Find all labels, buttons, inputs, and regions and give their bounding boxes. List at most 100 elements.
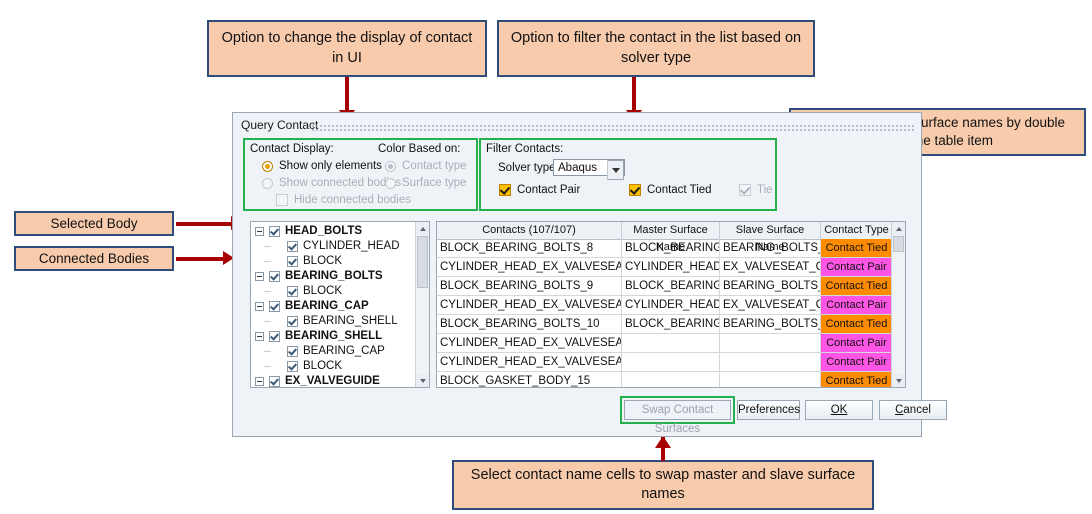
tree-item-checkbox[interactable] <box>287 361 298 372</box>
cell-contact-name[interactable]: BLOCK_BEARING_BOLTS_10 <box>437 315 622 334</box>
cell-contact-type[interactable]: Contact Pair <box>821 353 893 372</box>
cell-slave-surface[interactable] <box>720 353 821 372</box>
tree-item-checkbox[interactable] <box>287 316 298 327</box>
tree-item-checkbox[interactable] <box>287 256 298 267</box>
tree-scroll-up-icon[interactable] <box>416 222 429 235</box>
cancel-button[interactable]: Cancel <box>879 400 947 420</box>
cell-contact-name[interactable]: BLOCK_GASKET_BODY_15 <box>437 372 622 387</box>
table-row[interactable]: CYLINDER_HEAD_EX_VALVESEAT_4 Contact Pair <box>437 353 893 372</box>
table-column-header[interactable]: Slave Surface Name <box>720 222 821 253</box>
radio-show-connected-bodies[interactable] <box>262 178 273 189</box>
cell-master-surface[interactable] <box>622 372 720 387</box>
tree-scrollbar[interactable] <box>415 222 429 387</box>
table-scroll-down-icon[interactable] <box>892 374 905 387</box>
tree-item-checkbox[interactable] <box>269 226 280 237</box>
checkbox-hide-connected-bodies[interactable] <box>276 194 288 206</box>
cell-contact-type[interactable]: Contact Tied <box>821 277 893 296</box>
cell-slave-surface[interactable] <box>720 334 821 353</box>
tree-item-parent[interactable]: EX_VALVEGUIDE <box>251 374 416 387</box>
tree-expander-icon[interactable] <box>255 377 264 386</box>
tree-expander-icon[interactable] <box>255 302 264 311</box>
tree-item-parent[interactable]: BEARING_BOLTS <box>251 269 416 284</box>
cell-contact-name[interactable]: BLOCK_BEARING_BOLTS_9 <box>437 277 622 296</box>
preferences-button[interactable]: Preferences <box>737 400 800 420</box>
cell-contact-name[interactable]: CYLINDER_HEAD_EX_VALVESEAT_4 <box>437 353 622 372</box>
tree-connector-line <box>264 366 271 367</box>
table-row[interactable]: BLOCK_BEARING_BOLTS_9BLOCK_BEARING_B...B… <box>437 277 893 296</box>
table-row[interactable]: CYLINDER_HEAD_EX_VALVESEAT_3_m013 Contact… <box>437 334 893 353</box>
tree-item-child[interactable]: BLOCK <box>251 284 416 299</box>
cell-slave-surface[interactable]: EX_VALVESEAT_CYL... <box>720 258 821 277</box>
table-column-header[interactable]: Contact Type <box>821 222 893 239</box>
cell-contact-type[interactable]: Contact Pair <box>821 258 893 277</box>
table-row[interactable]: BLOCK_BEARING_BOLTS_10BLOCK_BEARING_B...… <box>437 315 893 334</box>
tree-item-child[interactable]: BEARING_SHELL <box>251 314 416 329</box>
checkbox-contact-tied[interactable] <box>629 184 641 196</box>
cell-slave-surface[interactable]: EX_VALVESEAT_CYL... <box>720 296 821 315</box>
tree-expander-icon[interactable] <box>255 332 264 341</box>
tree-item-child[interactable]: CYLINDER_HEAD <box>251 239 416 254</box>
tree-connector-line <box>264 291 271 292</box>
tree-item-child[interactable]: BEARING_CAP <box>251 344 416 359</box>
table-row[interactable]: BLOCK_BEARING_BOLTS_8BLOCK_BEARING_B...B… <box>437 239 893 258</box>
label-tie: Tie <box>757 184 773 196</box>
tree-item-parent[interactable]: BEARING_SHELL <box>251 329 416 344</box>
tree-item-checkbox[interactable] <box>269 301 280 312</box>
ok-button[interactable]: OK <box>805 400 873 420</box>
radio-show-only-elements[interactable] <box>262 161 273 172</box>
cell-contact-type[interactable]: Contact Pair <box>821 296 893 315</box>
cell-contact-type[interactable]: Contact Tied <box>821 372 893 387</box>
cell-slave-surface[interactable] <box>720 372 821 387</box>
cell-slave-surface[interactable]: BEARING_BOLTS_BL... <box>720 315 821 334</box>
cell-master-surface[interactable]: BLOCK_BEARING_B... <box>622 277 720 296</box>
cell-master-surface[interactable]: BLOCK_BEARING_B... <box>622 315 720 334</box>
cell-contact-type[interactable]: Contact Tied <box>821 315 893 334</box>
tree-item-parent[interactable]: HEAD_BOLTS <box>251 224 416 239</box>
cell-contact-type[interactable]: Contact Tied <box>821 239 893 258</box>
tree-item-child[interactable]: BLOCK <box>251 359 416 374</box>
cell-master-surface[interactable]: CYLINDER_HEAD_E... <box>622 296 720 315</box>
cell-slave-surface[interactable]: BEARING_BOLTS_BL... <box>720 239 821 258</box>
tree-expander-icon[interactable] <box>255 272 264 281</box>
tree-item-checkbox[interactable] <box>287 286 298 297</box>
tree-connector-line <box>264 351 271 352</box>
cell-contact-name[interactable]: CYLINDER_HEAD_EX_VALVESEAT_1 <box>437 258 622 277</box>
tree-item-checkbox[interactable] <box>269 331 280 342</box>
tree-item-parent[interactable]: BEARING_CAP <box>251 299 416 314</box>
table-row[interactable]: BLOCK_GASKET_BODY_15 Contact Tied <box>437 372 893 387</box>
checkbox-contact-pair[interactable] <box>499 184 511 196</box>
table-column-header[interactable]: Contacts (107/107) <box>437 222 622 239</box>
cell-contact-name[interactable]: BLOCK_BEARING_BOLTS_8 <box>437 239 622 258</box>
chevron-down-icon[interactable] <box>607 160 624 180</box>
cell-master-surface[interactable]: CYLINDER_HEAD_E... <box>622 258 720 277</box>
tree-item-checkbox[interactable] <box>287 241 298 252</box>
radio-contact-type[interactable] <box>385 161 396 172</box>
radio-surface-type[interactable] <box>385 178 396 189</box>
cell-master-surface[interactable] <box>622 334 720 353</box>
swap-contact-surfaces-button[interactable]: Swap Contact Surfaces <box>624 400 731 435</box>
cell-contact-name[interactable]: CYLINDER_HEAD_EX_VALVESEAT_2_m012 <box>437 296 622 315</box>
tree-scroll-down-icon[interactable] <box>416 374 429 387</box>
cell-master-surface[interactable] <box>622 353 720 372</box>
cell-master-surface[interactable]: BLOCK_BEARING_B... <box>622 239 720 258</box>
solver-type-label: Solver type <box>498 162 556 174</box>
cell-slave-surface[interactable]: BEARING_BOLTS_BL... <box>720 277 821 296</box>
table-row[interactable]: CYLINDER_HEAD_EX_VALVESEAT_2_m012CYLINDE… <box>437 296 893 315</box>
tree-item-checkbox[interactable] <box>287 346 298 357</box>
table-scrollbar[interactable] <box>891 222 905 387</box>
checkbox-tie[interactable] <box>739 184 751 196</box>
table-column-header[interactable]: Master Surface Name <box>622 222 720 253</box>
cell-contact-type[interactable]: Contact Pair <box>821 334 893 353</box>
tree-expander-icon[interactable] <box>255 227 264 236</box>
tree-scroll-thumb[interactable] <box>417 236 428 288</box>
table-scroll-thumb[interactable] <box>893 236 904 252</box>
cell-contact-name[interactable]: CYLINDER_HEAD_EX_VALVESEAT_3_m013 <box>437 334 622 353</box>
tree-item-checkbox[interactable] <box>269 271 280 282</box>
tree-item-checkbox[interactable] <box>269 376 280 387</box>
solver-type-dropdown[interactable]: Abaqus <box>553 159 625 180</box>
tree-item-child[interactable]: BLOCK <box>251 254 416 269</box>
table-scroll-up-icon[interactable] <box>892 222 905 235</box>
